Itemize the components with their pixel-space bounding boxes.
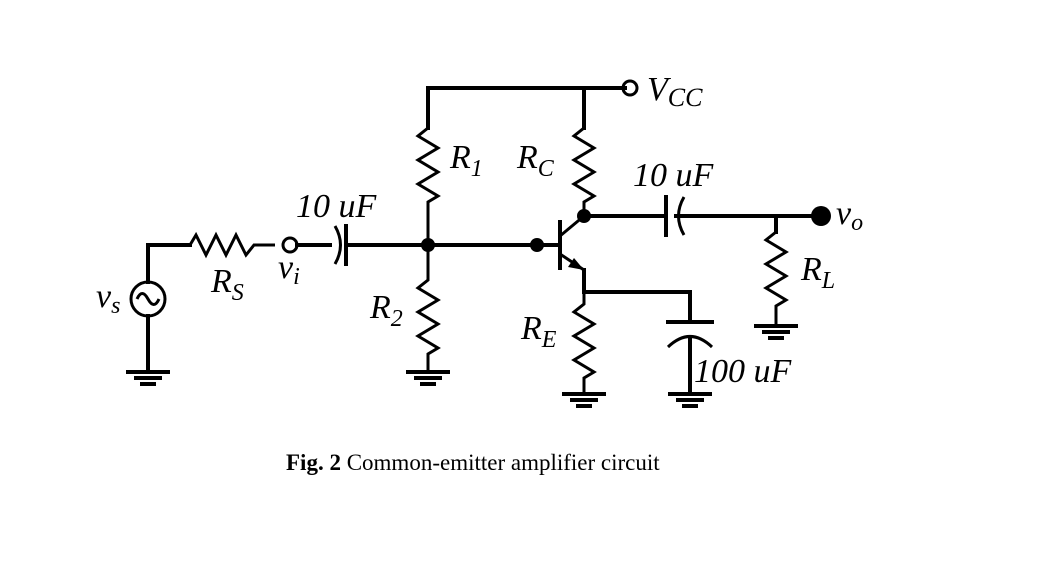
vcc-terminal <box>621 79 639 97</box>
label-re: RE <box>520 310 557 353</box>
label-vcc: VCC <box>647 71 703 112</box>
label-r2: R2 <box>369 289 403 332</box>
label-bypass-capacitor: 100 uF <box>694 353 793 390</box>
r2-resistor <box>415 245 441 372</box>
figure-caption: Fig. 2 Common-emitter amplifier circuit <box>286 450 660 475</box>
emitter-branch <box>562 268 714 408</box>
npn-transistor <box>535 214 585 272</box>
ground-symbol-source <box>126 370 170 386</box>
label-input-capacitor: 10 uF <box>296 188 378 225</box>
label-rs: RS <box>210 263 244 306</box>
label-vs: vs <box>96 278 120 319</box>
label-vo: vo <box>836 195 863 236</box>
rc-resistor <box>571 126 597 216</box>
bias-network <box>406 86 627 386</box>
label-rl: RL <box>800 251 835 294</box>
bypass-capacitor <box>666 320 714 396</box>
rl-resistor <box>763 230 789 326</box>
ground-symbol-rl <box>754 324 798 340</box>
collector-branch <box>571 86 831 340</box>
r1-resistor <box>415 126 441 245</box>
label-r1: R1 <box>449 139 483 182</box>
vo-terminal <box>811 206 831 226</box>
input-capacitor <box>333 224 430 266</box>
ac-source-symbol <box>129 280 167 318</box>
rs-resistor <box>188 231 275 259</box>
ground-symbol-r2 <box>406 370 450 386</box>
label-output-capacitor: 10 uF <box>633 157 715 194</box>
label-vi: vi <box>278 249 300 290</box>
re-resistor <box>571 292 597 394</box>
ground-symbol-re <box>562 392 606 408</box>
label-rc: RC <box>516 139 555 182</box>
ground-symbol-ce <box>668 392 712 408</box>
source-branch <box>126 231 332 386</box>
